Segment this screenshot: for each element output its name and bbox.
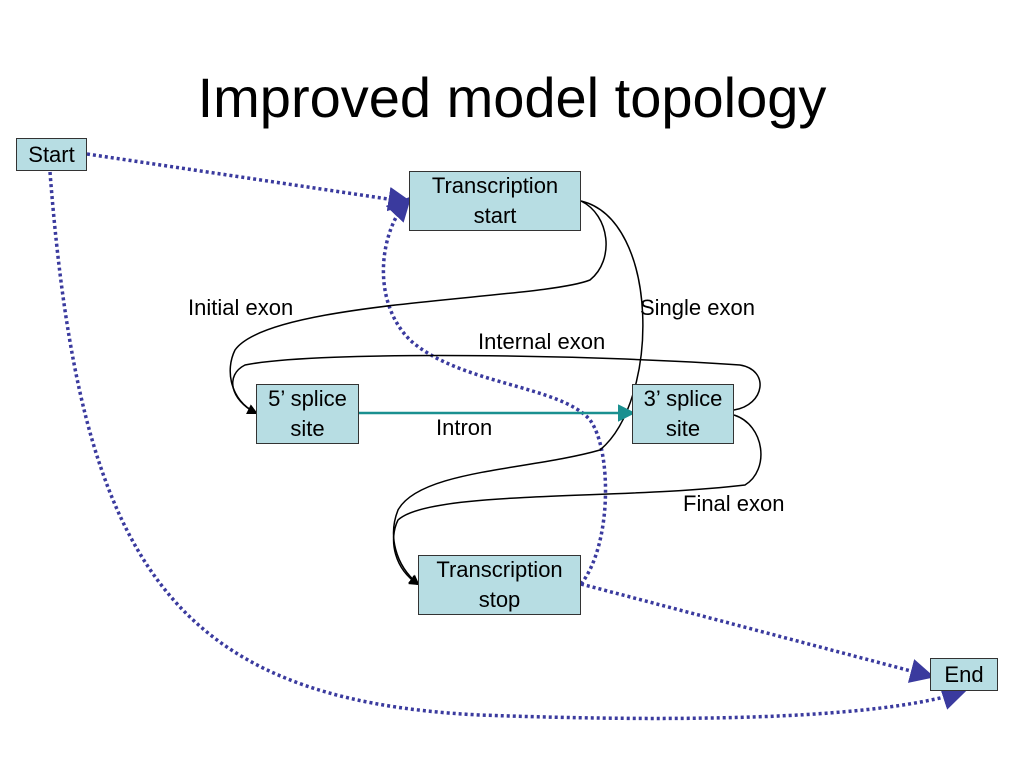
node-transcription-stop: Transcription stop [418, 555, 581, 615]
edge-initial-exon [229, 200, 607, 414]
label-intron: Intron [436, 415, 493, 440]
node-transcription-start: Transcription start [409, 171, 581, 231]
node-end: End [930, 658, 998, 691]
label-single-exon: Single exon [640, 295, 755, 320]
edge-transcription-stop-to-transcription-start [381, 196, 608, 586]
slide-title: Improved model topology [197, 66, 827, 129]
edge-final-exon [392, 414, 762, 586]
edge-start-to-transcription-start [86, 152, 413, 212]
edge-single-exon [392, 200, 644, 586]
edge-transcription-stop-to-end [580, 582, 935, 683]
node-three-splice-site: 3’ splice site [632, 384, 734, 444]
node-start: Start [16, 138, 87, 171]
label-internal-exon: Internal exon [478, 329, 606, 354]
label-final-exon: Final exon [683, 491, 785, 516]
edge-internal-exon [232, 354, 761, 414]
label-initial-exon: Initial exon [188, 295, 294, 320]
node-five-splice-site: 5’ splice site [256, 384, 359, 444]
edge-start-to-end [48, 171, 967, 721]
